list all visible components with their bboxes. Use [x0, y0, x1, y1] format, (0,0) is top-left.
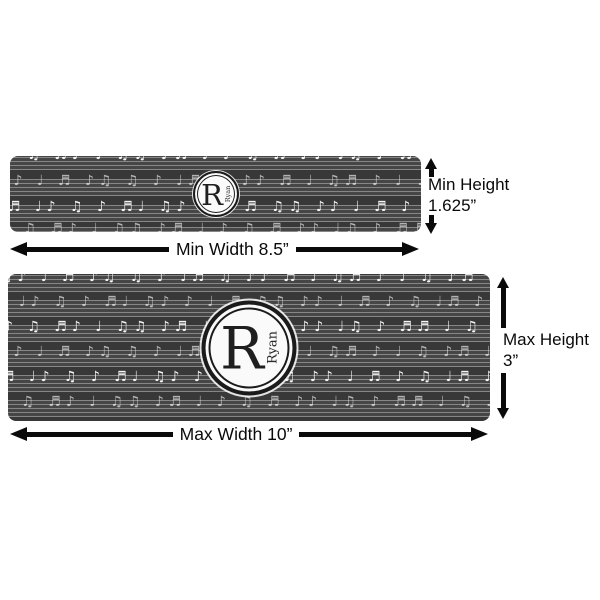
- arrow-left-icon: [10, 427, 27, 441]
- monogram-badge-small: R Ryan: [192, 171, 239, 217]
- monogram-name: Ryan: [223, 185, 232, 203]
- min-size-banner-preview: ♪ ♫ ♬♪ ♩ ♫♫ ♪♬ ♩ ♪ ♫ ♬ ♪♪ ♩♫ ♪ ♬♬ ♩ ♫ ♪♫…: [10, 156, 421, 232]
- min-height-label-line1: Min Height: [428, 175, 510, 194]
- max-height-label-line1: Max Height: [503, 330, 589, 349]
- max-height-arrow-down: [497, 373, 509, 419]
- monogram-initial: R: [220, 314, 264, 383]
- max-width-arrow: Max Width 10”: [10, 423, 488, 445]
- max-size-banner-preview: ♫♪ ♩ ♬ ♪♫ ♫ ♪ ♩♬ ♫ ♪♪ ♬ ♩ ♫♬ ♪ ♩ ♫ ♪♬ ♩♩…: [8, 274, 490, 421]
- max-height-label-line2: 3”: [503, 351, 519, 370]
- music-notes-pattern: ♪ ♫ ♬♪ ♩ ♫♫ ♪♬ ♩ ♪ ♫ ♬ ♪♪ ♩♫ ♪ ♬♬ ♩ ♫ ♪♫…: [8, 394, 490, 410]
- min-height-label: Min Height 1.625”: [428, 174, 509, 216]
- arrow-up-icon: [497, 277, 509, 288]
- min-height-label-line2: 1.625”: [428, 196, 477, 215]
- min-width-arrow: Min Width 8.5”: [10, 238, 419, 260]
- music-staff-row: ♫♪ ♩ ♬ ♪♫ ♫ ♪ ♩♬ ♫ ♪♪ ♬ ♩ ♫♬ ♪ ♩ ♫ ♪♬ ♩♩…: [8, 274, 490, 292]
- arrow-up-icon: [425, 158, 437, 169]
- monogram-badge-large: R Ryan: [201, 300, 297, 395]
- arrow-right-icon: [402, 242, 419, 256]
- min-height-arrow-down: [425, 215, 437, 234]
- music-notes-pattern: ♪ ♫ ♬♪ ♩ ♫♫ ♪♬ ♩ ♪ ♫ ♬ ♪♪ ♩♫ ♪ ♬♬ ♩ ♫ ♪♫…: [10, 156, 421, 162]
- min-height-arrow-up: [425, 158, 437, 177]
- monogram-name: Ryan: [265, 330, 281, 365]
- max-height-label: Max Height 3”: [503, 329, 589, 371]
- max-width-label: Max Width 10”: [179, 423, 293, 444]
- arrow-down-icon: [425, 223, 437, 234]
- min-width-label: Min Width 8.5”: [175, 238, 289, 259]
- arrow-down-icon: [497, 408, 509, 419]
- arrow-right-icon: [471, 427, 488, 441]
- music-staff-row: ♪ ♫ ♬♪ ♩ ♫♫ ♪♬ ♩ ♪ ♫ ♬ ♪♪ ♩♫ ♪ ♬♬ ♩ ♫ ♪♫…: [10, 156, 421, 170]
- max-height-arrow-up: [497, 277, 509, 328]
- music-staff-row: ♪ ♫ ♬♪ ♩ ♫♫ ♪♬ ♩ ♪ ♫ ♬ ♪♪ ♩♫ ♪ ♬♬ ♩ ♫ ♪♫…: [10, 222, 421, 232]
- arrow-left-icon: [10, 242, 27, 256]
- music-staff-row: ♪ ♫ ♬♪ ♩ ♫♫ ♪♬ ♩ ♪ ♫ ♬ ♪♪ ♩♫ ♪ ♬♬ ♩ ♫ ♪♫…: [8, 395, 490, 417]
- music-notes-pattern: ♫♪ ♩ ♬ ♪♫ ♫ ♪ ♩♬ ♫ ♪♪ ♬ ♩ ♫♬ ♪ ♩ ♫ ♪♬ ♩♩…: [8, 274, 490, 285]
- music-staff-row: ♬ ♩♪ ♫ ♪ ♬♩ ♫♪ ♪ ♩ ♬ ♫♫ ♪♪ ♩ ♬ ♪ ♫ ♩♬ ♪♫…: [8, 370, 490, 392]
- music-notes-pattern: ♪ ♫ ♬♪ ♩ ♫♫ ♪♬ ♩ ♪ ♫ ♬ ♪♪ ♩♫ ♪ ♬♬ ♩ ♫ ♪♫…: [10, 221, 421, 232]
- monogram-initial: R: [201, 177, 223, 212]
